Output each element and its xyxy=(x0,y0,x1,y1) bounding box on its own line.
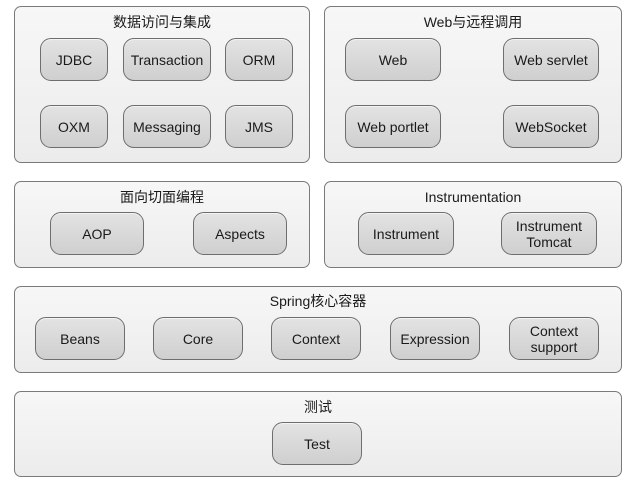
data-access-panel: 数据访问与集成 JDBC Transaction ORM OXM Messagi… xyxy=(14,6,310,163)
module-label: ORM xyxy=(242,51,276,68)
web-remoting-panel: Web与远程调用 Web Web servlet Web portlet Web… xyxy=(324,6,622,163)
panel-title-data-access: 数据访问与集成 xyxy=(113,14,211,30)
module-label: Instrument Tomcat xyxy=(515,217,583,250)
module-aspects[interactable]: Aspects xyxy=(193,212,287,255)
module-label: Web xyxy=(378,51,408,68)
module-label: Messaging xyxy=(133,118,201,135)
module-context-support[interactable]: Context support xyxy=(509,317,599,360)
module-web-portlet[interactable]: Web portlet xyxy=(345,105,441,148)
module-label: Context xyxy=(291,330,341,347)
module-label: Instrument xyxy=(372,225,440,242)
module-context[interactable]: Context xyxy=(271,317,361,360)
panel-title-test: 测试 xyxy=(304,399,332,415)
module-orm[interactable]: ORM xyxy=(225,38,293,81)
module-label: OXM xyxy=(58,118,90,135)
module-label: Web portlet xyxy=(357,118,429,135)
module-transaction[interactable]: Transaction xyxy=(123,38,211,81)
module-label: Aspects xyxy=(215,225,265,242)
module-label: Beans xyxy=(60,330,100,347)
module-label: AOP xyxy=(82,225,112,242)
module-label: Context support xyxy=(529,322,579,355)
module-label: JDBC xyxy=(55,51,93,68)
panel-title-aop: 面向切面编程 xyxy=(120,189,204,205)
module-oxm[interactable]: OXM xyxy=(40,105,108,148)
module-web-servlet[interactable]: Web servlet xyxy=(503,38,599,81)
test-panel: 测试 Test xyxy=(14,391,622,477)
module-beans[interactable]: Beans xyxy=(35,317,125,360)
panel-title-web: Web与远程调用 xyxy=(423,14,523,30)
module-label: Test xyxy=(304,435,330,452)
module-jdbc[interactable]: JDBC xyxy=(40,38,108,81)
panel-title-instrumentation: Instrumentation xyxy=(424,189,522,205)
module-instrument[interactable]: Instrument xyxy=(358,212,454,255)
module-label: Transaction xyxy=(130,51,204,68)
module-instrument-tomcat[interactable]: Instrument Tomcat xyxy=(501,212,597,255)
panel-title-core-container: Spring核心容器 xyxy=(269,293,367,309)
module-web[interactable]: Web xyxy=(345,38,441,81)
module-label: JMS xyxy=(245,118,273,135)
module-label: Core xyxy=(182,330,214,347)
module-test[interactable]: Test xyxy=(272,422,362,465)
module-expression[interactable]: Expression xyxy=(390,317,480,360)
module-label: WebSocket xyxy=(515,118,587,135)
aop-panel: 面向切面编程 AOP Aspects xyxy=(14,181,310,268)
module-label: Web servlet xyxy=(514,51,588,68)
core-container-panel: Spring核心容器 Beans Core Context Expression… xyxy=(14,286,622,373)
module-core[interactable]: Core xyxy=(153,317,243,360)
module-messaging[interactable]: Messaging xyxy=(123,105,211,148)
module-jms[interactable]: JMS xyxy=(225,105,293,148)
instrumentation-panel: Instrumentation Instrument Instrument To… xyxy=(324,181,622,268)
module-websocket[interactable]: WebSocket xyxy=(503,105,599,148)
module-aop[interactable]: AOP xyxy=(50,212,144,255)
module-label: Expression xyxy=(400,330,470,347)
